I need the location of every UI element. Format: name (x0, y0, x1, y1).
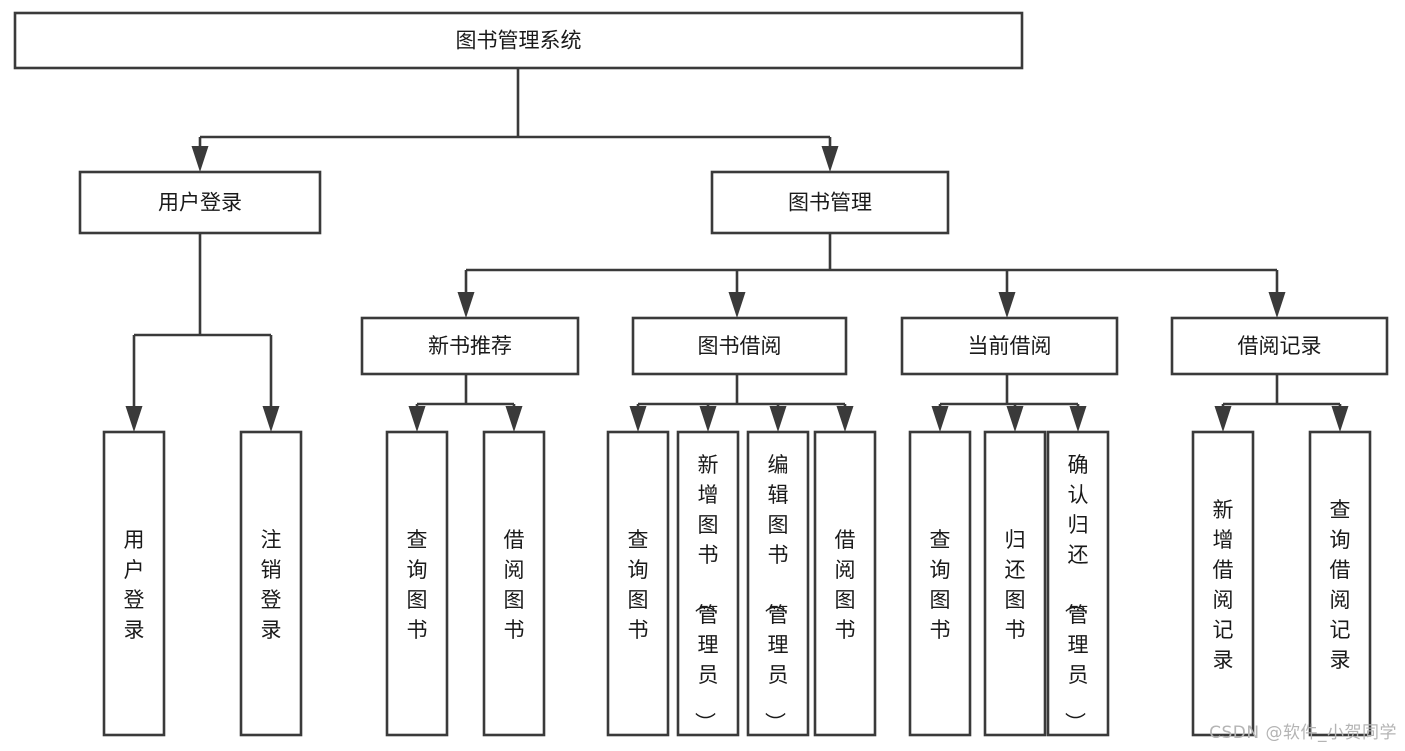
leaf-node-leaf-user-login[interactable]: 用户登录 (102, 430, 166, 737)
node-new-book-recommend[interactable]: 新书推荐 (360, 316, 580, 376)
conn-book-mgmt-to-level3 (457, 233, 1286, 318)
node-user-login[interactable]: 用户登录 (78, 170, 322, 235)
leaf-node-label: 归还图书 (1005, 528, 1026, 642)
leaf-node-leaf-query-book-3[interactable]: 查询图书 (908, 430, 972, 737)
conn-record-to-leaves (1214, 374, 1349, 432)
leaf-node-label: 注销登录 (261, 528, 282, 642)
node-book-management[interactable]: 图书管理 (710, 170, 950, 235)
leaf-node-leaf-query-book-2[interactable]: 查询图书 (606, 430, 670, 737)
node-book-borrow[interactable]: 图书借阅 (631, 316, 848, 376)
node-label: 用户登录 (158, 191, 242, 215)
node-borrow-record[interactable]: 借阅记录 (1170, 316, 1389, 376)
conn-current-to-leaves (931, 374, 1087, 432)
leaf-node-label: 编辑图书（管理员） (763, 453, 789, 733)
leaf-node-leaf-return-book[interactable]: 归还图书 (983, 430, 1047, 737)
leaf-node-label: 查询图书 (930, 528, 951, 642)
conn-user-login-to-leaves (125, 233, 280, 432)
leaf-node-label: 用户登录 (124, 528, 145, 642)
leaf-node-label: 借阅图书 (835, 528, 856, 642)
leaf-node-leaf-confirm-return-admin[interactable]: 确认归还（管理员） (1046, 430, 1110, 737)
leaf-node-leaf-edit-book-admin[interactable]: 编辑图书（管理员） (746, 430, 810, 737)
leaf-node-label: 借阅图书 (504, 528, 525, 642)
leaf-node-label: 新增借阅记录 (1213, 498, 1234, 672)
conn-borrow-to-leaves (629, 374, 854, 432)
nodes-layer: 图书管理系统用户登录图书管理新书推荐图书借阅当前借阅借阅记录用户登录注销登录查询… (13, 11, 1389, 737)
node-label: 借阅记录 (1238, 334, 1322, 358)
root-node-label: 图书管理系统 (456, 29, 582, 53)
root-node-title[interactable]: 图书管理系统 (13, 11, 1024, 70)
node-label: 图书借阅 (698, 334, 782, 358)
leaf-node-label: 查询借阅记录 (1330, 498, 1351, 672)
leaf-node-label: 新增图书（管理员） (693, 453, 719, 733)
leaf-node-leaf-add-borrow-record[interactable]: 新增借阅记录 (1191, 430, 1255, 737)
leaf-node-label: 查询图书 (628, 528, 649, 642)
leaf-node-leaf-logout[interactable]: 注销登录 (239, 430, 303, 737)
conn-root-to-level2 (191, 68, 839, 172)
connectors-layer (125, 68, 1349, 432)
leaf-node-leaf-query-book-1[interactable]: 查询图书 (385, 430, 449, 737)
leaf-node-label: 查询图书 (407, 528, 428, 642)
node-current-borrow[interactable]: 当前借阅 (900, 316, 1119, 376)
leaf-node-leaf-borrow-book-2[interactable]: 借阅图书 (813, 430, 877, 737)
leaf-node-leaf-add-book-admin[interactable]: 新增图书（管理员） (676, 430, 740, 737)
conn-recommend-to-leaves (408, 374, 523, 432)
node-label: 图书管理 (788, 191, 872, 215)
node-label: 当前借阅 (968, 334, 1052, 358)
leaf-node-label: 确认归还（管理员） (1063, 453, 1089, 733)
leaf-node-leaf-query-borrow-record[interactable]: 查询借阅记录 (1308, 430, 1372, 737)
node-label: 新书推荐 (428, 334, 512, 358)
leaf-node-leaf-borrow-book-1[interactable]: 借阅图书 (482, 430, 546, 737)
